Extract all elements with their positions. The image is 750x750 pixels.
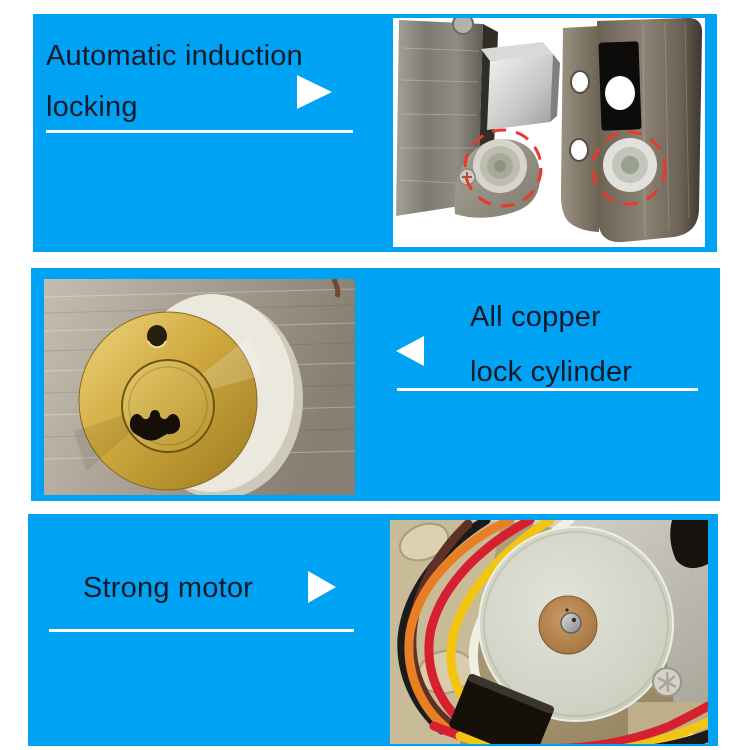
panel2-title-line1: All copper — [470, 301, 601, 333]
motor-disc — [478, 526, 674, 722]
photo-motor — [390, 520, 708, 744]
motor-illustration — [390, 520, 708, 744]
panel-automatic-induction: Automatic induction locking — [33, 14, 717, 252]
panel3-title: Strong motor — [83, 572, 254, 604]
lock-body-left — [396, 18, 560, 218]
panel-strong-motor: Strong motor — [28, 514, 718, 746]
photo-brass-cylinder — [44, 279, 355, 495]
panel1-title-line1: Automatic induction — [46, 40, 303, 72]
keyhole-icon — [129, 410, 181, 441]
lock-sensors-illustration — [396, 18, 703, 243]
brass-cylinder — [74, 311, 264, 491]
panel1-underline — [46, 130, 353, 133]
arrow-right-icon — [297, 75, 332, 109]
brass-cylinder-illustration — [44, 279, 355, 495]
panel3-underline — [49, 629, 354, 632]
arrow-left-icon — [396, 336, 424, 366]
cylinder-face — [121, 359, 215, 453]
panel1-title-line2: locking — [46, 91, 138, 123]
dashed-highlight-right — [591, 130, 667, 206]
lock-body-right — [560, 18, 703, 243]
motor-shaft — [560, 612, 582, 634]
dashed-highlight-left — [463, 128, 543, 208]
fixing-hole — [147, 325, 167, 347]
latch-bolt — [481, 42, 560, 130]
cam-slot — [670, 520, 708, 569]
arrow-right-icon — [308, 571, 336, 603]
wire-connector-block — [449, 674, 554, 744]
plate-screw — [652, 667, 682, 697]
stray-wire — [331, 279, 341, 298]
sensor-right — [603, 138, 657, 192]
panel2-title-line2: lock cylinder — [470, 356, 633, 388]
panel-copper-cylinder: All copper lock cylinder — [31, 268, 720, 501]
wire-bundle-left — [397, 520, 575, 741]
panel2-underline — [397, 388, 698, 391]
photo-lock-sensors — [393, 18, 705, 247]
sensor-left — [473, 139, 527, 193]
